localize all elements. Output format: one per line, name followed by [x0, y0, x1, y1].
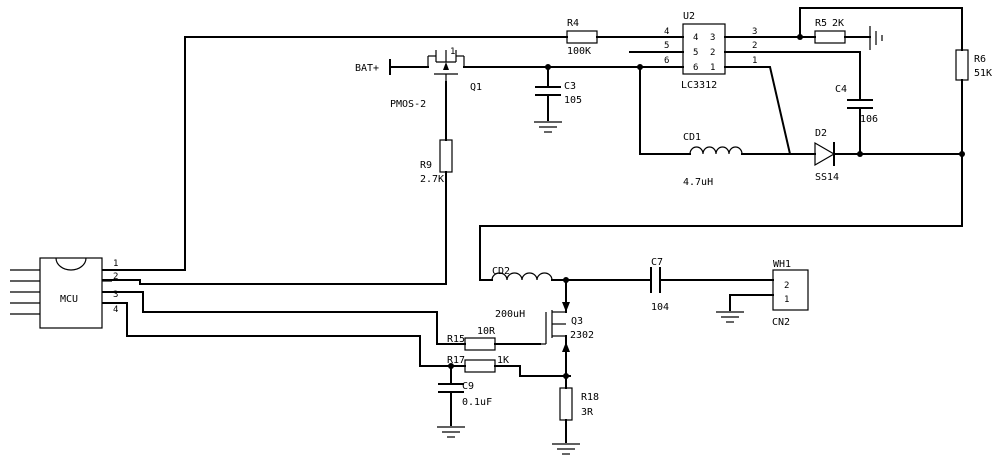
- u2-pin5-outer: 5: [664, 41, 669, 51]
- r6-resistor: [955, 49, 969, 81]
- c4-value: 106: [860, 114, 878, 125]
- u2-pin4-inner: 4: [693, 33, 698, 43]
- r18-value: 3R: [581, 407, 594, 418]
- u2-pin6-outer: 6: [664, 56, 669, 66]
- c9-capacitor: [438, 383, 464, 393]
- q1-pmos: 1: [427, 47, 465, 82]
- u2-pin2-outer: 2: [752, 41, 757, 51]
- ground-symbol-c3: [534, 121, 562, 133]
- q3-label: Q3: [571, 316, 583, 327]
- u2-chip: [682, 23, 726, 75]
- r4-value: 100K: [567, 46, 591, 57]
- cn2-connector: [772, 269, 809, 311]
- bat-label: BAT+: [355, 63, 379, 74]
- wh-label: WH1: [773, 259, 791, 270]
- c3-label: C3: [564, 81, 576, 92]
- u2-part-label: LC3312: [681, 80, 717, 91]
- cd2-inductor: [491, 272, 553, 281]
- d2-value: SS14: [815, 172, 839, 183]
- cn-pin1-label: 1: [784, 295, 789, 305]
- cd1-label: CD1: [683, 132, 701, 143]
- cd2-label: CD2: [492, 266, 510, 277]
- u2-pin6-inner: 6: [693, 63, 698, 73]
- r9-resistor: [439, 139, 453, 173]
- c9-label: C9: [462, 381, 474, 392]
- ground-symbol-c9: [437, 426, 465, 438]
- r6-value: 51K: [974, 68, 992, 79]
- r18-resistor: [559, 387, 573, 421]
- u2-pin2-inner: 2: [710, 48, 715, 58]
- ground-symbol-cn2: [716, 311, 744, 323]
- mcu-pin2-label: 2: [113, 272, 118, 282]
- cn-pin2-label: 2: [784, 281, 789, 291]
- q1-label: Q1: [470, 82, 482, 93]
- c7-label: C7: [651, 257, 663, 268]
- r15-resistor: [464, 337, 496, 351]
- c7-capacitor: [650, 267, 661, 293]
- r5-resistor: [814, 30, 846, 44]
- r18-label: R18: [581, 392, 599, 403]
- r17-value: 1K: [497, 355, 509, 366]
- u2-pin1-outer: 1: [752, 56, 757, 66]
- ground-symbol-r5: [869, 26, 883, 50]
- r15-value: 10R: [477, 326, 496, 337]
- r15-label: R15: [447, 334, 465, 345]
- r17-label: R17: [447, 355, 465, 366]
- cn2-label: CN2: [772, 317, 790, 328]
- d2-diode: [814, 141, 836, 167]
- r5-value: 2K: [832, 18, 844, 29]
- c7-value: 104: [651, 302, 669, 313]
- q3-nmos: [540, 302, 570, 352]
- u2-pin1-inner: 1: [710, 63, 715, 73]
- q3-part-label: 2302: [570, 330, 594, 341]
- wires: [102, 7, 963, 443]
- u2-pin5-inner: 5: [693, 48, 698, 58]
- c4-capacitor: [847, 99, 873, 109]
- junction-dots: [448, 34, 965, 379]
- cd1-value: 4.7uH: [683, 177, 713, 188]
- c9-value: 0.1uF: [462, 397, 492, 408]
- r4-label: R4: [567, 18, 579, 29]
- u2-pin4-outer: 4: [664, 27, 669, 37]
- u2-pin3-inner: 3: [710, 33, 715, 43]
- ground-symbol-r18: [552, 443, 580, 455]
- svg-text:1: 1: [450, 47, 455, 57]
- r17-resistor: [464, 359, 496, 373]
- cd2-value: 200uH: [495, 309, 525, 320]
- u2-label: U2: [683, 11, 695, 22]
- cd1-inductor: [689, 146, 743, 155]
- mcu-pin4-label: 4: [113, 305, 118, 315]
- mcu-chip: MCU 1 2 3 4: [10, 257, 118, 329]
- pmos-label: PMOS-2: [390, 99, 426, 110]
- u2-pin3-outer: 3: [752, 27, 757, 37]
- r6-label: R6: [974, 54, 986, 65]
- mcu-pin3-label: 3: [113, 290, 118, 300]
- c3-value: 105: [564, 95, 582, 106]
- mcu-pin1-label: 1: [113, 259, 118, 269]
- mcu-label: MCU: [60, 294, 78, 305]
- r5-label: R5: [815, 18, 827, 29]
- r9-value: 2.7K: [420, 174, 444, 185]
- r9-label: R9: [420, 160, 432, 171]
- c4-label: C4: [835, 84, 847, 95]
- d2-label: D2: [815, 128, 827, 139]
- c3-capacitor: [535, 86, 561, 96]
- r4-resistor: [566, 30, 598, 44]
